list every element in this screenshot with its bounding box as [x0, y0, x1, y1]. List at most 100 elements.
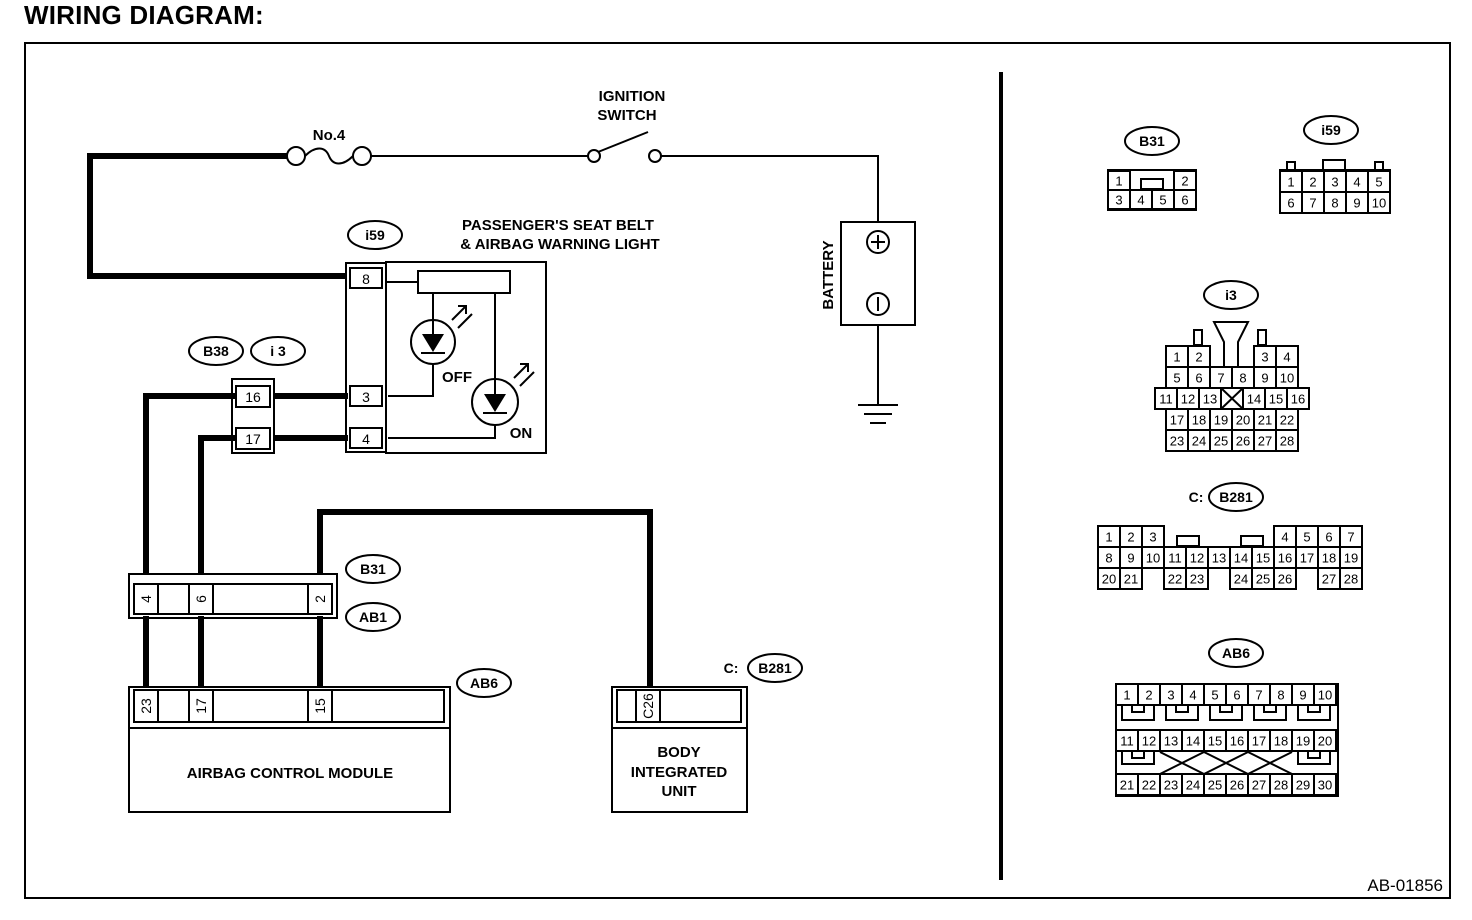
wire-16-to-b31-4	[143, 393, 236, 586]
view-b281-pin-21-label: 21	[1124, 572, 1138, 587]
view-ab6-pin-11-label: 11	[1120, 734, 1134, 749]
view-b281-pin-24-label: 24	[1234, 572, 1248, 587]
tag-b38-text: B38	[203, 343, 229, 359]
pin-ab6-17	[188, 689, 214, 723]
view-b281-pin-12-label: 12	[1190, 551, 1204, 566]
tag-ab6	[456, 668, 512, 698]
pin-i59-3	[349, 385, 383, 407]
view-b281-pin-23-cell	[1185, 567, 1209, 590]
view-ab6-pin-26-label: 26	[1230, 778, 1244, 793]
view-ab6-pin-22-label: 22	[1142, 778, 1156, 793]
view-ab6-x-1	[1159, 751, 1205, 775]
view-b281-pin-9-label: 9	[1127, 551, 1134, 566]
view-i3-pin-12-label: 12	[1181, 392, 1195, 407]
view-i3-pin-19-label: 19	[1214, 413, 1228, 428]
view-i59-pin-8-label: 8	[1331, 196, 1338, 211]
view-ab6-lock-lower-4	[1297, 752, 1331, 765]
acm-label: AIRBAG CONTROL MODULE	[187, 765, 393, 782]
biu-label-3: UNIT	[662, 783, 697, 800]
tag-b281	[747, 653, 803, 683]
view-b281-pin-27-label: 27	[1322, 572, 1336, 587]
biu-label-1: BODY	[657, 744, 700, 761]
view-ab6-pin-27-label: 27	[1252, 778, 1266, 793]
view-b281-pin-15-label: 15	[1256, 551, 1270, 566]
pin-b31-6-text: 6	[193, 595, 209, 603]
view-i3-pin-25-label: 25	[1214, 434, 1228, 449]
view-ab6-pin-21-label: 21	[1120, 778, 1134, 793]
ignition-switch-icon	[597, 131, 649, 153]
pin-ab6-15	[307, 689, 333, 723]
view-b281-pin-17-label: 17	[1300, 551, 1314, 566]
view-i59-pin-1-label: 1	[1287, 175, 1294, 190]
view-i59-pin-5-label: 5	[1375, 175, 1382, 190]
view-i3-pin-8-label: 8	[1239, 371, 1246, 386]
view-b281-pin-13-label: 13	[1212, 551, 1226, 566]
view-i3-pin-21-label: 21	[1258, 413, 1272, 428]
view-ab6-pin-3-label: 3	[1167, 688, 1174, 703]
view-b31-pin-2-label: 2	[1181, 174, 1188, 189]
tag-i59	[347, 220, 403, 250]
battery-label: BATTERY	[820, 240, 837, 309]
view-i3-pin-13-label: 13	[1203, 392, 1217, 407]
view-b281-pin-10-label: 10	[1146, 551, 1160, 566]
wire-fuse-to-i59-8	[87, 153, 348, 279]
view-i3-pin-7-label: 7	[1217, 371, 1224, 386]
led-off-ray-1	[451, 305, 467, 321]
view-ab6-pin-18-label: 18	[1274, 734, 1288, 749]
fuse-icon	[304, 147, 354, 165]
tag-b38	[188, 336, 244, 366]
view-i3-pin-2-label: 2	[1195, 350, 1202, 365]
view-i3-pin-26-label: 26	[1236, 434, 1250, 449]
led-on-ray-2	[519, 371, 535, 387]
view-b281-pin-26-label: 26	[1278, 572, 1292, 587]
view-b281-pin-6-label: 6	[1325, 530, 1332, 545]
view-b31-pin-6-label: 6	[1181, 193, 1188, 208]
wire-led-off-to-pin3	[388, 364, 434, 397]
view-ab6-lock-2	[1209, 706, 1243, 721]
pin-b31-4-text: 4	[138, 595, 154, 603]
pin-ab6-23-text: 23	[138, 698, 154, 714]
view-b281-prefix: C:	[1189, 489, 1204, 505]
view-ab6-pin-16-label: 16	[1230, 734, 1244, 749]
view-b31-pin-1-label: 1	[1115, 174, 1122, 189]
view-tag-ab6-text: AB6	[1222, 645, 1250, 661]
view-b281-pin-4-label: 4	[1281, 530, 1288, 545]
view-ab6-lock-1	[1165, 706, 1199, 721]
view-b281-pin-22-label: 22	[1168, 572, 1182, 587]
tag-ab1	[345, 602, 401, 632]
view-ab6-lock-lower-0	[1121, 752, 1155, 765]
view-ab6-x-3	[1247, 751, 1293, 775]
view-i59-pin-7-label: 7	[1309, 196, 1316, 211]
view-i3-pin-16-label: 16	[1291, 392, 1305, 407]
view-i3-pin-27-label: 27	[1258, 434, 1272, 449]
view-ab6-pin-29-label: 29	[1296, 778, 1310, 793]
view-ab6-pin-19-label: 19	[1296, 734, 1310, 749]
view-i59-pin-3-label: 3	[1331, 175, 1338, 190]
view-b31-pin-3-label: 3	[1115, 193, 1122, 208]
view-b281-pin-2-label: 2	[1127, 530, 1134, 545]
led-off-ray-2	[457, 313, 473, 329]
tag-ab1-text: AB1	[359, 609, 387, 625]
view-i3-pin-10-label: 10	[1280, 371, 1294, 386]
view-ab6-x-2	[1203, 751, 1249, 775]
view-tag-i59-text: i59	[1321, 122, 1341, 138]
view-ab6-pin-15-label: 15	[1208, 734, 1222, 749]
pin-b38-17-text: 17	[245, 431, 261, 447]
wire-ignition-to-battery	[661, 155, 879, 222]
view-i3-pin-1-label: 1	[1173, 350, 1180, 365]
view-ab6-pin-30-label: 30	[1318, 778, 1332, 793]
view-b281-pin-20-label: 20	[1102, 572, 1116, 587]
view-b31-pin-4-label: 4	[1137, 193, 1144, 208]
view-ab6-pin-25-label: 25	[1208, 778, 1222, 793]
view-ab6-pin-14-label: 14	[1186, 734, 1200, 749]
view-b281-pin-19-label: 19	[1344, 551, 1358, 566]
figure-id: AB-01856	[1367, 876, 1443, 895]
view-ab6-pin-20-label: 20	[1318, 734, 1332, 749]
view-tag-i3-text: i3	[1225, 287, 1237, 303]
view-i3-pin-20-label: 20	[1236, 413, 1250, 428]
view-b281-pin-1-label: 1	[1105, 530, 1112, 545]
biu-label-2: INTEGRATED	[631, 764, 728, 781]
view-i3-pin-23-label: 23	[1170, 434, 1184, 449]
